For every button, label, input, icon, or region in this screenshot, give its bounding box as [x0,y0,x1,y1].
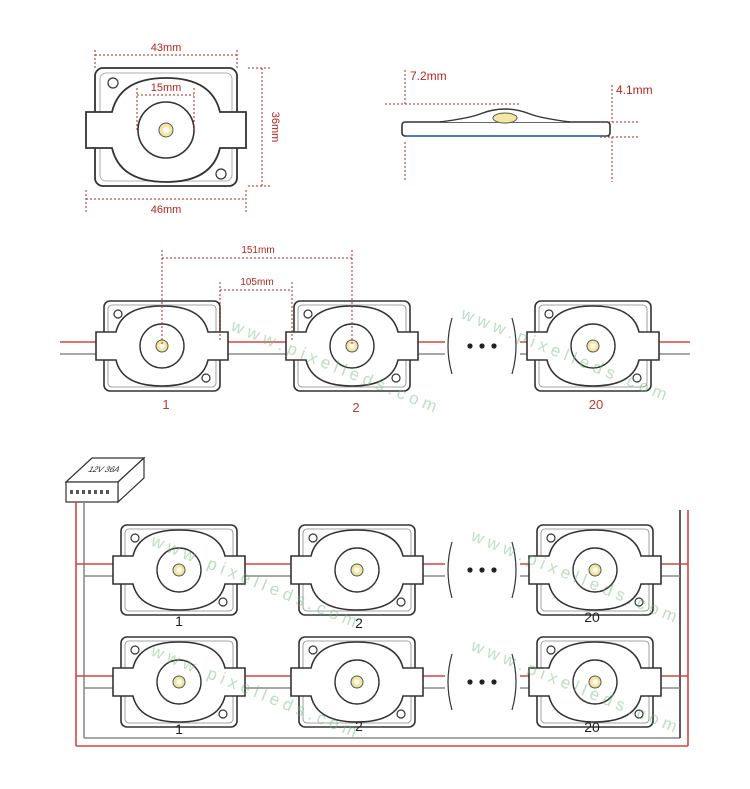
dim-bottom-width: 46mm [151,204,182,216]
power-supply [64,456,146,504]
row2-label-1: 1 [175,721,183,737]
middle-label-1: 1 [162,397,169,412]
top-dimension-lines [85,50,270,212]
middle-label-20: 20 [589,397,603,412]
middle-label-2: 2 [352,400,359,415]
dim-led-diameter: 15mm [151,82,182,94]
top-view-module [85,67,247,187]
row2-label-20: 20 [584,719,600,735]
dim-height: 36mm [269,112,281,143]
middle-chain [60,300,690,392]
dim-top-width: 43mm [151,42,182,54]
bottom-row-1 [112,524,662,616]
bottom-row-2 [112,636,662,728]
row1-label-2: 2 [355,615,363,631]
dim-profile-height: 7.2mm [410,69,447,83]
row2-label-2: 2 [355,718,363,734]
row1-label-20: 20 [584,609,600,625]
side-dimension-lines [385,70,640,182]
dim-pitch-outer: 151mm [241,245,274,256]
row1-label-1: 1 [175,613,183,629]
dim-body-height: 4.1mm [616,83,653,97]
power-supply-label: 12V 36A [86,465,122,474]
pitch-dimension-lines [161,250,353,346]
dim-pitch-inner: 105mm [240,277,273,288]
side-profile-module [401,108,611,137]
